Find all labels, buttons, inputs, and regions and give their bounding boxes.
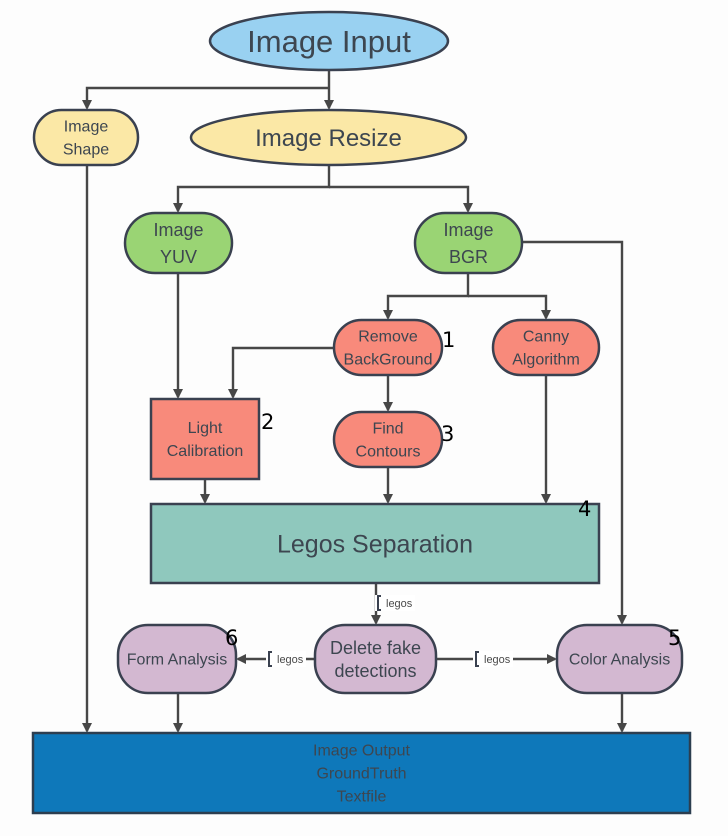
edge-label-text: legos [484, 654, 511, 666]
delete-fake-shape [313, 623, 438, 695]
find-contours-label: Find [372, 421, 403, 438]
canny-algorithm-label: Algorithm [512, 352, 580, 369]
edge-label-delete-to-form: legos [266, 651, 306, 667]
canny-algorithm-label: Canny [523, 329, 569, 346]
image-resize-shape [189, 108, 468, 167]
node-color-analysis: Color Analysis 5 [555, 623, 684, 695]
edge-label-separation-to-delete: legos [375, 595, 415, 611]
light-calibration-shape [149, 397, 261, 481]
edge-bgr-color [522, 240, 627, 625]
image-input-shape [208, 10, 450, 72]
legos-separation-shape [149, 502, 601, 585]
image-bgr-label: Image [443, 220, 493, 240]
edge-bgr-canny [468, 294, 551, 320]
light-calibration-label: Calibration [167, 443, 243, 460]
form-analysis-label: Form Analysis [127, 652, 227, 669]
edge-removebg-calibration [228, 346, 334, 399]
color-analysis-label: Color Analysis [569, 652, 670, 669]
edge-label-delete-to-color: legos [473, 651, 513, 667]
node-image-resize: Image Resize [189, 108, 468, 167]
image-yuv-label: Image [153, 220, 203, 240]
remove-background-label: BackGround [344, 352, 433, 369]
image-output-shape [31, 731, 692, 815]
image-shape-label: Shape [63, 142, 109, 159]
edge-bgr-removebg [383, 273, 470, 320]
image-resize-label: Image Resize [255, 125, 402, 152]
step-number: 1 [442, 328, 455, 352]
image-shape-label: Image [64, 119, 109, 136]
edge-label-bg [375, 595, 415, 611]
bracket-icon [475, 651, 479, 667]
delete-fake-label: Delete fake [330, 638, 421, 658]
step-number: 3 [441, 422, 454, 446]
node-delete-fake: Delete fake detections [313, 623, 438, 695]
bracket-icon [268, 651, 272, 667]
canny-algorithm-shape [491, 318, 601, 377]
image-output-label: Textfile [337, 789, 387, 806]
node-form-analysis: Form Analysis 6 [116, 623, 238, 695]
light-calibration-label: Light [188, 420, 223, 437]
edge-label-text: legos [277, 654, 304, 666]
image-bgr-shape [413, 211, 524, 275]
edge-label-text: legos [386, 598, 413, 610]
node-legos-separation: Legos Separation 4 [149, 497, 601, 585]
find-contours-label: Contours [356, 444, 421, 461]
step-number: 6 [225, 626, 238, 650]
edge-label-bg [266, 651, 306, 667]
image-yuv-shape [123, 211, 234, 275]
remove-background-shape [332, 318, 444, 377]
legos-separation-label: Legos Separation [277, 530, 473, 558]
node-image-input: Image Input [208, 10, 450, 72]
find-contours-shape [332, 410, 444, 469]
edge-input-shape [82, 86, 329, 110]
image-shape-shape [32, 108, 140, 167]
remove-background-label: Remove [358, 329, 418, 346]
color-analysis-shape [555, 623, 684, 695]
edge-label-bg [473, 651, 513, 667]
edge-resize-bgr [329, 185, 473, 213]
image-output-label: GroundTruth [316, 766, 406, 783]
image-input-label: Image Input [247, 24, 411, 59]
image-output-label: Image Output [313, 743, 411, 760]
delete-fake-label: detections [334, 661, 416, 681]
form-analysis-shape [116, 623, 238, 695]
edge-resize-yuv [173, 165, 331, 213]
step-number: 5 [668, 626, 681, 650]
step-number: 4 [578, 497, 591, 521]
step-number: 2 [261, 410, 274, 434]
bracket-icon [377, 595, 381, 611]
image-yuv-label: YUV [160, 247, 197, 267]
image-bgr-label: BGR [449, 247, 488, 267]
